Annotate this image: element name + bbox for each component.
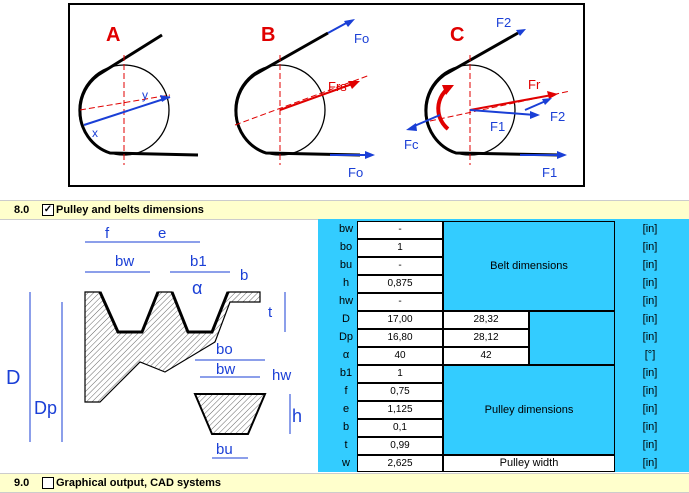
- dim-b1: b1: [190, 253, 207, 270]
- label-f1-mid: F1: [490, 119, 505, 134]
- unit-f: [in]: [642, 385, 658, 397]
- label-fc: Fc: [404, 137, 419, 152]
- section-number-8: 8.0: [14, 204, 30, 216]
- section-header-8[interactable]: 8.0 ✓ Pulley and belts dimensions: [0, 200, 689, 220]
- sym-w: w: [342, 457, 350, 469]
- force-diagram-area: A y x B Fo Frs Fo: [0, 0, 689, 200]
- unit-e: [in]: [642, 403, 658, 415]
- unit-b1: [in]: [642, 367, 658, 379]
- label-fo-top: Fo: [354, 31, 369, 46]
- value-alpha1[interactable]: 40: [357, 347, 443, 365]
- dim-t: t: [268, 304, 273, 321]
- sym-t: t: [344, 439, 348, 451]
- panel-c-letter: C: [450, 24, 464, 46]
- value-b1[interactable]: 1: [357, 365, 443, 383]
- label-fo-bottom: Fo: [348, 165, 363, 180]
- label-f2-right: F2: [550, 109, 565, 124]
- sym-h: h: [342, 277, 350, 289]
- dim-e: e: [158, 225, 166, 242]
- pulley-dimensions-label: Pulley dimensions: [443, 365, 615, 455]
- force-diagram: A y x B Fo Frs Fo: [78, 15, 571, 180]
- dim-b: b: [240, 267, 248, 284]
- belt-a-upper: [78, 33, 163, 111]
- empty-block: [529, 311, 615, 365]
- belt-dimensions-label: Belt dimensions: [443, 221, 615, 311]
- dim-bw-belt: bw: [216, 361, 235, 378]
- value-dp2[interactable]: 28,12: [443, 329, 529, 347]
- section-title-9: Graphical output, CAD systems: [56, 477, 222, 489]
- value-bu[interactable]: -: [357, 257, 443, 275]
- section-header-9[interactable]: 9.0 Graphical output, CAD systems: [0, 473, 689, 493]
- sym-bu: bu: [339, 259, 353, 271]
- belt-a-lower: [78, 109, 199, 157]
- dim-dp: Dp: [34, 398, 57, 418]
- sym-dp: Dp: [338, 331, 354, 343]
- label-f2-top: F2: [496, 15, 511, 30]
- dim-d: D: [6, 367, 20, 389]
- value-d2[interactable]: 28,32: [443, 311, 529, 329]
- dim-alpha: α: [192, 278, 202, 298]
- sym-d: D: [342, 313, 350, 325]
- sym-b1: b1: [339, 367, 353, 379]
- value-e[interactable]: 1,125: [357, 401, 443, 419]
- sym-e: e: [342, 403, 350, 415]
- value-bo[interactable]: 1: [357, 239, 443, 257]
- label-frs: Frs: [328, 79, 347, 94]
- unit-d: [in]: [642, 313, 658, 325]
- value-d1[interactable]: 17,00: [357, 311, 443, 329]
- label-fr: Fr: [528, 77, 541, 92]
- unit-bw: [in]: [642, 223, 658, 235]
- dim-bu: bu: [216, 441, 233, 458]
- section-title-8: Pulley and belts dimensions: [56, 204, 204, 216]
- value-f[interactable]: 0,75: [357, 383, 443, 401]
- sym-bw: bw: [338, 223, 354, 235]
- value-w[interactable]: 2,625: [357, 455, 443, 472]
- unit-w: [in]: [642, 457, 658, 469]
- sym-hw: hw: [338, 295, 354, 307]
- unit-b: [in]: [642, 421, 658, 433]
- dim-h: h: [292, 406, 302, 426]
- panel-b-letter: B: [261, 24, 275, 46]
- pulley-svg: f e bw b1 b α t D Dp bo bw hw h bu: [6, 225, 302, 459]
- unit-t: [in]: [642, 439, 658, 451]
- section-checkbox-8[interactable]: ✓: [42, 204, 54, 216]
- sym-alpha: α: [342, 349, 350, 361]
- pulley-diagram: f e bw b1 b α t D Dp bo bw hw h bu: [0, 222, 318, 472]
- dim-bw: bw: [115, 253, 134, 270]
- section-checkbox-9[interactable]: [42, 477, 54, 489]
- section-number-9: 9.0: [14, 477, 30, 489]
- value-t[interactable]: 0,99: [357, 437, 443, 455]
- pulley-width-label: Pulley width: [443, 455, 615, 472]
- unit-bo: [in]: [642, 241, 658, 253]
- unit-bu: [in]: [642, 259, 658, 271]
- force-diagram-frame: A y x B Fo Frs Fo: [68, 3, 585, 187]
- dim-bo: bo: [216, 341, 233, 358]
- value-b[interactable]: 0,1: [357, 419, 443, 437]
- value-hw[interactable]: -: [357, 293, 443, 311]
- sym-f: f: [344, 385, 348, 397]
- sym-b: b: [342, 421, 350, 433]
- label-y: y: [142, 88, 148, 102]
- value-h[interactable]: 0,875: [357, 275, 443, 293]
- unit-h: [in]: [642, 277, 658, 289]
- sym-bo: bo: [339, 241, 353, 253]
- panel-a-letter: A: [106, 24, 120, 46]
- label-f1-bottom: F1: [542, 165, 557, 180]
- label-x: x: [92, 126, 98, 140]
- unit-hw: [in]: [642, 295, 658, 307]
- unit-dp: [in]: [642, 331, 658, 343]
- dim-hw: hw: [272, 367, 291, 384]
- unit-alpha: [°]: [644, 349, 656, 361]
- value-dp1[interactable]: 16,80: [357, 329, 443, 347]
- value-bw[interactable]: -: [357, 221, 443, 239]
- dim-f: f: [105, 225, 110, 242]
- value-alpha2[interactable]: 42: [443, 347, 529, 365]
